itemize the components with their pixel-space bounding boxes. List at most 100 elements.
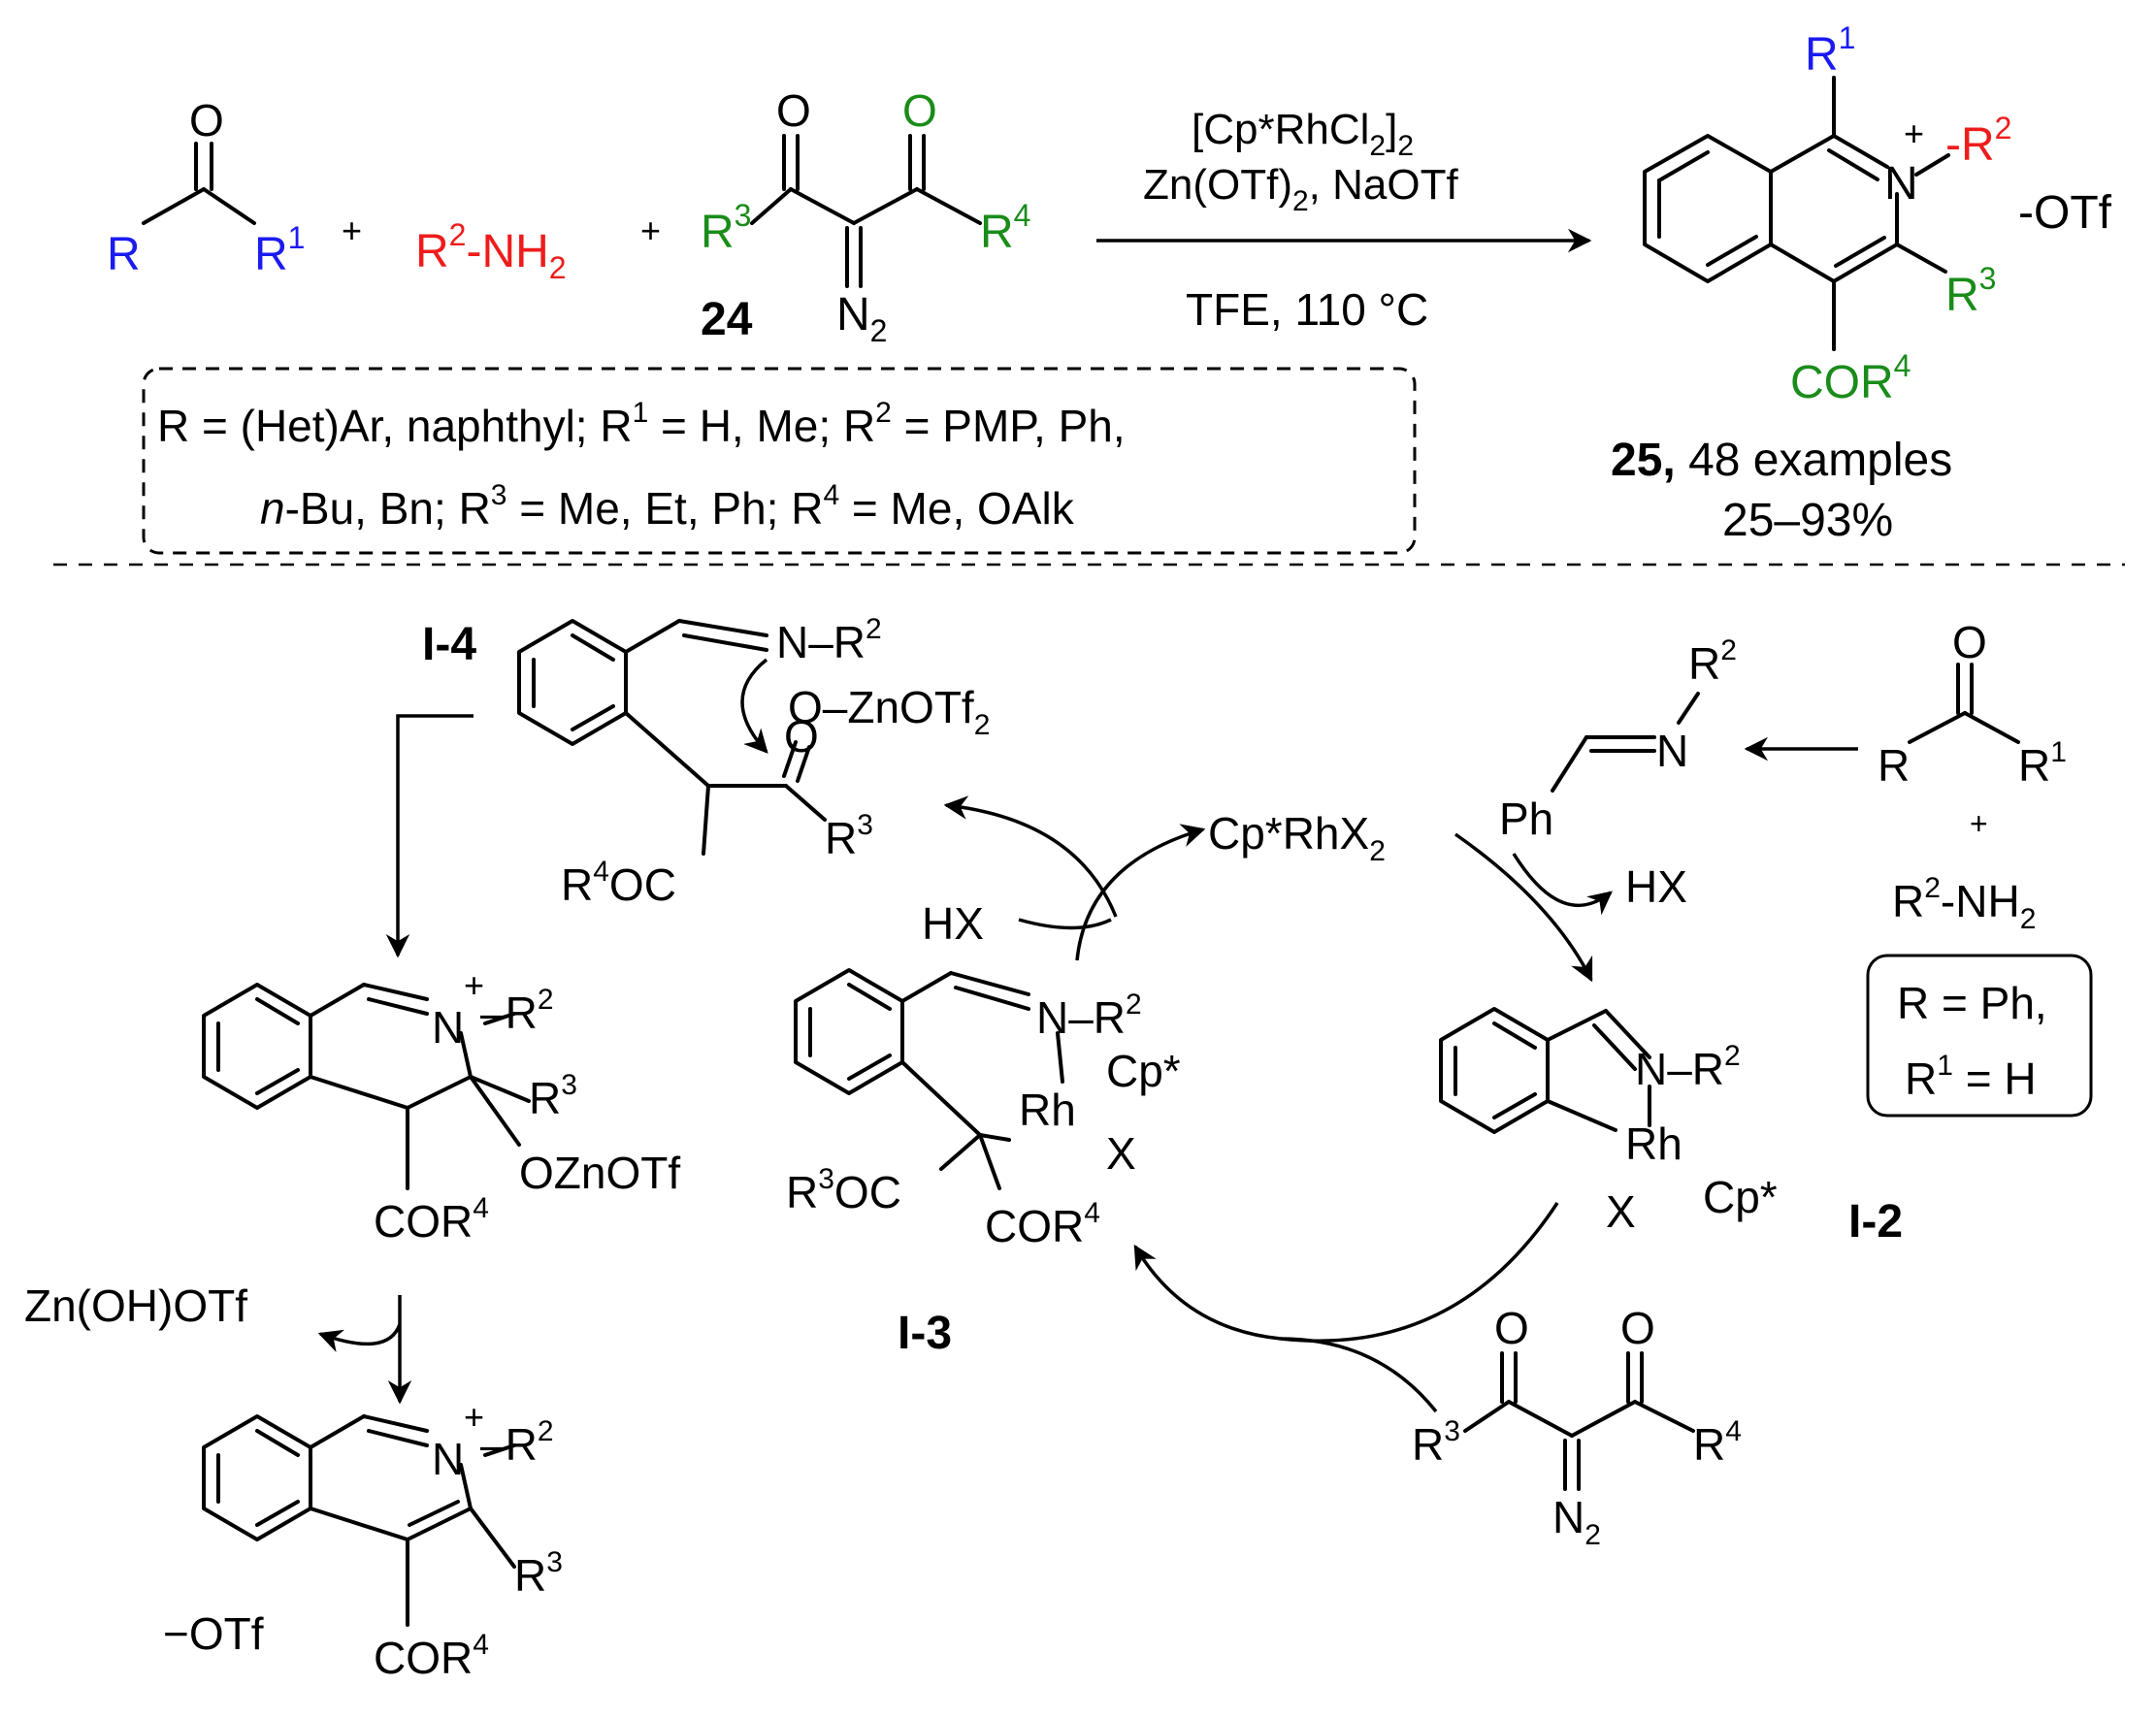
cycle-arrow-to-catalyst [1075, 824, 1206, 961]
svg-text:R3: R3 [1945, 261, 1996, 321]
i4-internal-arrow [740, 658, 768, 754]
diazo-r4: R [980, 207, 1014, 258]
reaction-conditions: [Cp*RhCl2]2 Zn(OTf)2, NaOTf TFE, 110 °C [1096, 106, 1592, 335]
svg-text:Ph: Ph [1499, 794, 1553, 844]
svg-text:R = Ph,: R = Ph, [1897, 978, 2047, 1028]
svg-text:-R2: -R2 [1945, 111, 2011, 171]
final-product: N + –R2 R3 COR4 −OTf [163, 1397, 563, 1683]
hx-out-label: HX [1625, 861, 1687, 912]
svg-text:N: N [1656, 726, 1688, 776]
label-i4: I-4 [422, 619, 476, 670]
svg-text:R4: R4 [980, 198, 1030, 258]
svg-text:−OTf: −OTf [163, 1608, 264, 1659]
svg-text:N: N [432, 1002, 464, 1053]
svg-text:R1: R1 [254, 220, 305, 280]
svg-text:OZnOTf: OZnOTf [519, 1148, 680, 1198]
plus-sign-2: + [640, 211, 661, 250]
plus-sign-1: + [342, 211, 362, 250]
svg-text:R1: R1 [1805, 20, 1855, 81]
cyclized-intermediate: N + –R2 R3 OZnOTf COR4 [202, 965, 680, 1247]
amine-reactant: R2-NH2 [415, 217, 567, 285]
diazo-reactant-24: O O R3 R4 N2 24 [701, 85, 1030, 348]
svg-text:R3: R3 [701, 198, 751, 258]
svg-text:R3OC: R3OC [786, 1163, 901, 1217]
svg-text:R1: R1 [2018, 736, 2067, 791]
substrate-scope-box: R = (Het)Ar, naphthyl; R1 = H, Me; R2 = … [142, 367, 1417, 555]
svg-text:[Cp*RhCl2]2: [Cp*RhCl2]2 [1192, 106, 1414, 162]
hx-out-arrow [1512, 853, 1613, 916]
svg-text:X: X [1106, 1128, 1136, 1179]
svg-text:O: O [784, 711, 819, 762]
svg-text:N–R2: N–R2 [1635, 1040, 1741, 1094]
svg-text:25, 48 examples: 25, 48 examples [1611, 435, 1952, 486]
diazo-r3-sup: 3 [735, 198, 752, 233]
svg-text:Rh: Rh [1625, 1118, 1682, 1169]
intermediate-i4: N–R2 O–ZnOTf2 O R3 R4OC I-4 [422, 613, 990, 910]
product-counterion: -OTf [2018, 187, 2112, 239]
svg-text:R1 = H: R1 = H [1905, 1050, 2037, 1104]
svg-text:N–R2: N–R2 [1036, 989, 1142, 1043]
imine-intermediate: N R2 Ph [1499, 634, 1737, 844]
svg-text:COR4: COR4 [374, 1629, 489, 1683]
product-r3: R [1945, 270, 1979, 321]
ketone-r: R [107, 229, 141, 280]
cycle-arrow-to-i4 [943, 795, 1118, 918]
ketone-amine-reagents: O R R1 + R2-NH2 [1878, 617, 2067, 935]
ketone-oxygen: O [189, 95, 224, 146]
svg-text:R: R [1878, 740, 1910, 791]
svg-text:Cp*: Cp* [1703, 1172, 1778, 1222]
product-yield: 25–93% [1722, 495, 1893, 546]
diazo-r4-sup: 4 [1014, 198, 1031, 233]
svg-text:N2: N2 [1552, 1492, 1601, 1551]
diazo-reagent: O O R3 R4 N2 [1412, 1303, 1742, 1551]
diazo-r3: R [701, 207, 735, 258]
catalyst-cp-rhx2: Cp*RhX2 [1208, 808, 1386, 867]
hx-in-label: HX [922, 898, 984, 949]
svg-text:R3: R3 [514, 1546, 563, 1601]
product-cor4: COR [1790, 357, 1894, 408]
cycle-arrow-to-i2 [1454, 832, 1593, 983]
svg-text:O: O [1952, 617, 1987, 667]
intermediate-i2: N–R2 Rh X Cp* I-2 [1439, 1007, 1903, 1248]
ketone-reactant: O R R1 [107, 95, 305, 280]
ketone-r1-sup: 1 [288, 220, 306, 255]
svg-text:R3: R3 [825, 809, 873, 863]
svg-text:+: + [1970, 806, 1988, 841]
diazo-in-arrow [1280, 1337, 1438, 1413]
svg-text:COR4: COR4 [1790, 348, 1911, 408]
svg-text:Rh: Rh [1019, 1085, 1076, 1135]
product-r1: R [1805, 29, 1839, 81]
svg-text:N2: N2 [836, 289, 887, 348]
svg-text:–R2: –R2 [480, 984, 554, 1038]
svg-text:N–R2: N–R2 [776, 613, 882, 667]
zn-byproduct: Zn(OH)OTf [24, 1280, 247, 1331]
arrow-zn-release [317, 1323, 402, 1352]
diazo-n-sub: 2 [870, 313, 888, 348]
svg-text:R4: R4 [1693, 1415, 1742, 1470]
svg-text:+: + [464, 965, 484, 1005]
product-n: N [1884, 158, 1918, 210]
svg-text:–R2: –R2 [480, 1415, 554, 1470]
product-25: R1 N + -R2 -OTf R3 COR4 25, 48 examples … [1611, 20, 2112, 546]
ketone-r1: R [254, 229, 288, 280]
product-plus: + [1904, 113, 1924, 153]
svg-text:R2-NH2: R2-NH2 [1892, 872, 2036, 935]
diazo-o2: O [902, 85, 937, 136]
condition-box: R = Ph, R1 = H [1866, 954, 2093, 1118]
svg-text:n-Bu, Bn; R3 = Me, Et, Ph; R4: n-Bu, Bn; R3 = Me, Et, Ph; R4 = Me, OAlk [260, 479, 1075, 534]
svg-text:R2: R2 [1688, 634, 1737, 689]
svg-text:+: + [464, 1397, 484, 1437]
svg-text:COR4: COR4 [985, 1197, 1100, 1251]
diazo-n: N [836, 289, 870, 340]
svg-text:Cp*: Cp* [1106, 1046, 1181, 1096]
svg-text:O–ZnOTf2: O–ZnOTf2 [788, 682, 990, 741]
label-i2: I-2 [1848, 1196, 1903, 1248]
svg-text:X: X [1606, 1186, 1636, 1237]
svg-text:R4OC: R4OC [561, 856, 676, 910]
diazo-o1: O [776, 85, 811, 136]
svg-text:O: O [1494, 1303, 1529, 1353]
arrow-i4-to-cyclized [385, 714, 474, 958]
intermediate-i3: N–R2 Rh Cp* X R3OC COR4 I-3 [786, 968, 1181, 1359]
product-examples: 48 examples [1676, 435, 1953, 486]
